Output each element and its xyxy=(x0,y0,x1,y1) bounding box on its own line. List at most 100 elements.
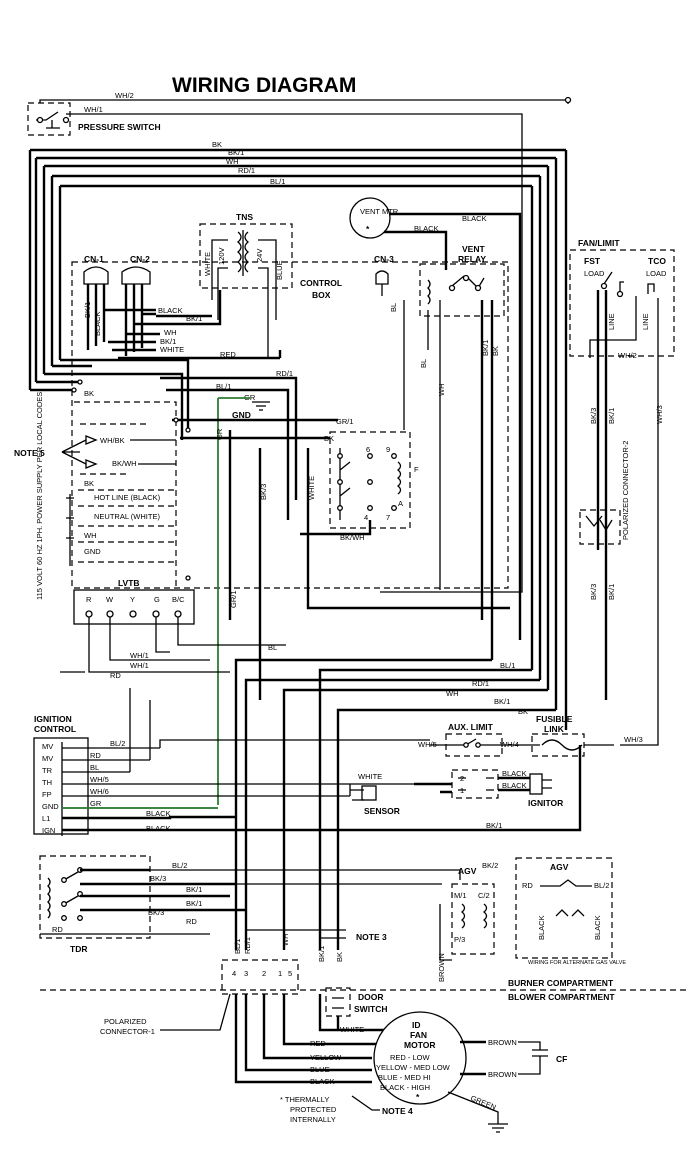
wire-label: BL/2 xyxy=(110,739,125,748)
connector-cn3: CN-3 BL xyxy=(374,254,405,430)
motor-speed: RED - LOW xyxy=(390,1053,431,1062)
wire-label: BK xyxy=(84,389,94,398)
aux-limit: AUX. LIMIT WH/5 WH/4 xyxy=(418,722,540,757)
wire-label: WH/5 xyxy=(418,740,437,749)
wire-label: WH/1 xyxy=(130,661,149,670)
transformer-tns: TNS 120V 24V WHITE BLUE xyxy=(199,212,293,358)
wire-label: BLACK xyxy=(593,915,602,940)
ign-terminal-ign: IGN xyxy=(42,826,55,835)
wire-label: BK/3 xyxy=(148,908,164,917)
wire-label: BK/1 xyxy=(607,584,616,600)
wire-label: WH xyxy=(84,531,97,540)
wire-label: BLACK xyxy=(146,824,171,833)
connector-cn1: CN-1 BK/1 BLACK xyxy=(83,254,109,350)
wire-label: BK xyxy=(335,952,344,962)
control-box: CONTROL BOX xyxy=(71,261,509,589)
lvtb-terminal-block: LVTB R W Y G B/C xyxy=(73,578,195,625)
wire-label: WHITE xyxy=(160,345,184,354)
lvtb-label: LVTB xyxy=(118,578,140,588)
pc1-pin: 2 xyxy=(262,969,266,978)
wire-label: BK/1 xyxy=(494,697,510,706)
polarized-connector-2-label: POLARIZED CONNECTOR-2 xyxy=(621,441,630,540)
door-switch-label-2: SWITCH xyxy=(354,1004,388,1014)
lvtb-terminal: W xyxy=(106,595,114,604)
wire-label: WH/2 xyxy=(618,351,637,360)
sensor: SENSOR WHITE xyxy=(349,772,414,816)
wire-label: BL/1 xyxy=(500,661,515,670)
control-box-label-2: BOX xyxy=(312,290,331,300)
splice-dots xyxy=(71,379,191,581)
wire-label: BL xyxy=(389,303,398,312)
id-fan-motor-label-3: MOTOR xyxy=(404,1040,435,1050)
wire-label: BK/1 xyxy=(228,148,244,157)
ground-lug-label: GND xyxy=(232,410,251,420)
power-supply-label: 115 VOLT 60 HZ 1PH. POWER SUPPLY PER LOC… xyxy=(35,392,44,600)
wire-label: BK/WH xyxy=(112,459,137,468)
vent-relay: VENT RELAY BK/1 BK BL WH xyxy=(419,244,505,660)
wire-label: BLACK xyxy=(310,1077,335,1086)
wire-label: RD xyxy=(52,925,63,934)
wire-label: BLACK xyxy=(93,311,102,336)
ignitor-pin: 1 xyxy=(460,786,464,795)
pc1-label-2: CONNECTOR-1 xyxy=(100,1027,155,1036)
wire-label: BLACK xyxy=(462,214,487,223)
lvtb-terminal: G xyxy=(154,595,160,604)
wire-label: WH xyxy=(226,157,239,166)
wire-label: BLACK xyxy=(502,781,527,790)
wire-label: BK xyxy=(491,346,500,356)
fusible-link-label: FUSIBLE xyxy=(536,714,573,724)
motor-speed: YELLOW - MED LOW xyxy=(376,1063,451,1072)
wire-label: BLACK xyxy=(537,915,546,940)
fusible-link-label-2: LINK xyxy=(544,724,565,734)
vent-motor: VENT MTR * BLACK BLACK xyxy=(349,197,522,640)
wire-label: RD xyxy=(110,671,121,680)
wire-label: BLACK xyxy=(414,224,439,233)
thermal-note: * THERMALLY PROTECTED INTERNALLY xyxy=(280,1095,337,1124)
wire-label: WH/6 xyxy=(90,787,109,796)
svg-text:A: A xyxy=(398,499,403,508)
wire-label: YELLOW xyxy=(310,1053,342,1062)
wire-label: BL/2 xyxy=(594,881,609,890)
vent-relay-label-2: RELAY xyxy=(458,254,486,264)
power-supply-section: NOTE 5 WH/BK BK/WH BK HOT LINE (BLACK) N… xyxy=(14,392,176,600)
wire-label: BK xyxy=(212,140,222,149)
thermal-note-line1: * THERMALLY xyxy=(280,1095,329,1104)
pc1-pin: 1 xyxy=(278,969,282,978)
wire-label: BLACK xyxy=(502,769,527,778)
sensor-label: SENSOR xyxy=(364,806,400,816)
wire-label: GR xyxy=(90,799,102,808)
ignition-control: IGNITION CONTROL MV MV TR TH FP GND L1 I… xyxy=(33,688,430,836)
wire-label: BROWN xyxy=(488,1070,517,1079)
polarized-connector-2: POLARIZED CONNECTOR-2 BK/3 BK/1 xyxy=(579,441,630,600)
lvtb-terminal: B/C xyxy=(172,595,185,604)
ign-terminal-l1: L1 xyxy=(42,814,50,823)
id-fan-motor: ID FAN MOTOR RED - LOW YELLOW - MED LOW … xyxy=(373,1011,467,1105)
wire-label: BK xyxy=(84,479,94,488)
wire-label: BK/WH xyxy=(340,533,365,542)
tns-label: TNS xyxy=(236,212,253,222)
wire-label: WH xyxy=(281,934,290,947)
id-fan-motor-label: ID xyxy=(412,1020,421,1030)
wire-label: BL xyxy=(419,359,428,368)
wire-label: BK xyxy=(518,707,528,716)
tdr-label: TDR xyxy=(70,944,87,954)
wire-label: BL xyxy=(90,763,99,772)
tco-line: LINE xyxy=(641,313,650,330)
wire-label: WH xyxy=(164,328,177,337)
wire-label: GR/1 xyxy=(336,417,354,426)
pc1-pin: 3 xyxy=(244,969,248,978)
agv-terminal: C/2 xyxy=(478,891,490,900)
wire-label: RED xyxy=(220,350,236,359)
agv-terminal: P/3 xyxy=(454,935,465,944)
wire-label: BL/2 xyxy=(172,861,187,870)
ground-symbol xyxy=(488,1123,508,1133)
wire-label: BK xyxy=(324,434,334,443)
id-fan-motor-label-2: FAN xyxy=(410,1030,427,1040)
pc1-label: POLARIZED xyxy=(104,1017,147,1026)
motor-speed: BLUE - MED HI xyxy=(378,1073,431,1082)
tco-label: TCO xyxy=(648,256,666,266)
cn2-label: CN-2 xyxy=(130,254,150,264)
wire-label: BK/1 xyxy=(186,899,202,908)
ignition-control-label-2: CONTROL xyxy=(34,724,76,734)
tns-white: WHITE xyxy=(203,252,212,276)
